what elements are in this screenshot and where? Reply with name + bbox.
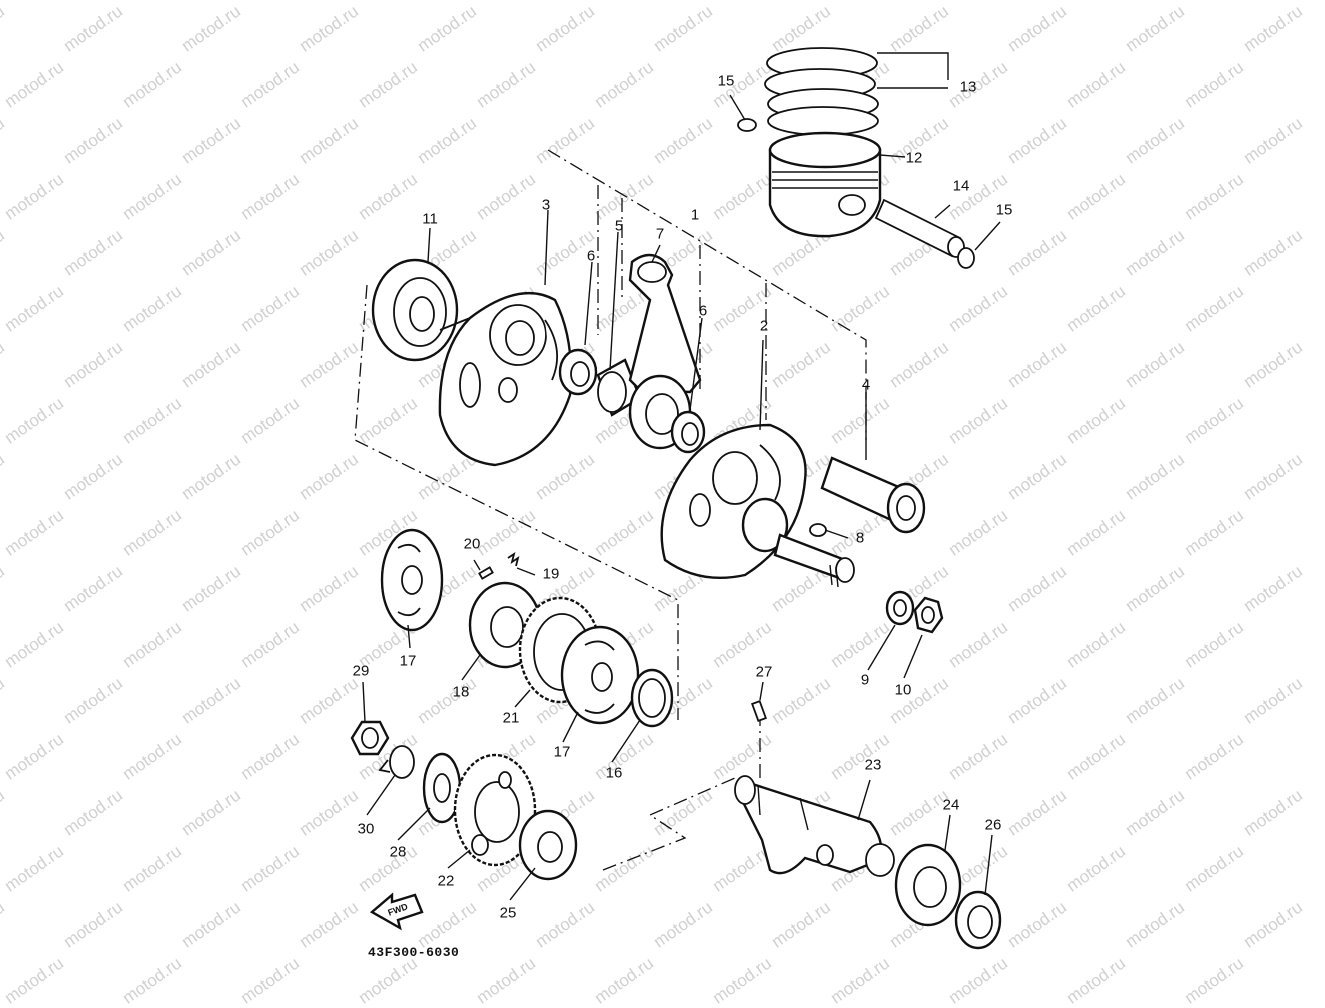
- part-label-9: 9: [860, 671, 870, 689]
- part-label-8: 8: [855, 529, 865, 547]
- plate-17-upper: [380, 528, 444, 632]
- part-label-5: 5: [614, 217, 624, 235]
- washer-16: [630, 668, 674, 728]
- part-label-3: 3: [541, 196, 551, 214]
- part-label-14: 14: [952, 177, 970, 195]
- pin-20: [478, 566, 494, 580]
- part-label-21: 21: [502, 709, 520, 727]
- forward-arrow-icon: [369, 892, 424, 931]
- crank-web-right-2: [660, 423, 855, 588]
- part-label-4: 4: [861, 376, 871, 394]
- piston-12: [768, 131, 882, 238]
- assembly-brackets: [354, 149, 867, 871]
- part-label-17b: 17: [553, 743, 571, 761]
- bearing-24: [894, 843, 962, 927]
- part-label-22: 22: [437, 872, 455, 890]
- gear-22: [453, 753, 537, 867]
- crank-web-left-3: [438, 292, 573, 467]
- part-label-17a: 17: [399, 652, 417, 670]
- part-label-20: 20: [463, 535, 481, 553]
- leader-lines: [362, 52, 1001, 901]
- part-label-13: 13: [959, 78, 977, 96]
- balancer-shaft-23: [734, 775, 895, 877]
- part-label-25: 25: [499, 904, 517, 922]
- part-label-16: 16: [605, 764, 623, 782]
- circlips-15: [737, 118, 975, 269]
- bearing-25: [518, 809, 578, 881]
- part-label-2: 2: [759, 317, 769, 335]
- piston-rings-13: [764, 47, 879, 136]
- plate-28: [422, 752, 462, 824]
- part-label-29: 29: [352, 662, 370, 680]
- washer-6-left: [558, 348, 598, 396]
- part-label-18: 18: [452, 683, 470, 701]
- key-8: [809, 523, 827, 537]
- part-label-6a: 6: [586, 247, 596, 265]
- nut-29: [350, 720, 390, 756]
- bearing-11: [371, 258, 459, 362]
- washer-9: [885, 590, 915, 626]
- crank-pin-4: [820, 456, 926, 534]
- spring-19: [507, 551, 520, 567]
- part-label-26: 26: [984, 816, 1002, 834]
- nut-10: [913, 596, 944, 634]
- lock-washer-30: [378, 745, 415, 779]
- part-label-24: 24: [942, 796, 960, 814]
- plate-17-lower: [560, 625, 640, 725]
- part-label-19: 19: [542, 565, 560, 583]
- part-label-11: 11: [422, 210, 438, 228]
- part-label-7: 7: [655, 225, 665, 243]
- part-label-1: 1: [690, 206, 700, 224]
- needle-bearing-5: [596, 358, 642, 417]
- part-label-15b: 15: [995, 201, 1013, 219]
- part-label-28: 28: [389, 843, 407, 861]
- part-label-10: 10: [894, 681, 912, 699]
- diagram-code: 43F300-6030: [368, 945, 460, 960]
- piston-pin-14: [874, 198, 965, 258]
- part-label-27: 27: [755, 663, 773, 681]
- connecting-rod-7: [628, 253, 702, 450]
- key-27: [751, 700, 767, 722]
- part-label-15a: 15: [717, 72, 735, 90]
- oil-seal-26: [954, 890, 1002, 950]
- part-label-6b: 6: [698, 302, 708, 320]
- part-label-12: 12: [905, 149, 923, 167]
- washer-6-right: [670, 410, 706, 454]
- part-label-23: 23: [864, 756, 882, 774]
- part-label-30: 30: [357, 820, 375, 838]
